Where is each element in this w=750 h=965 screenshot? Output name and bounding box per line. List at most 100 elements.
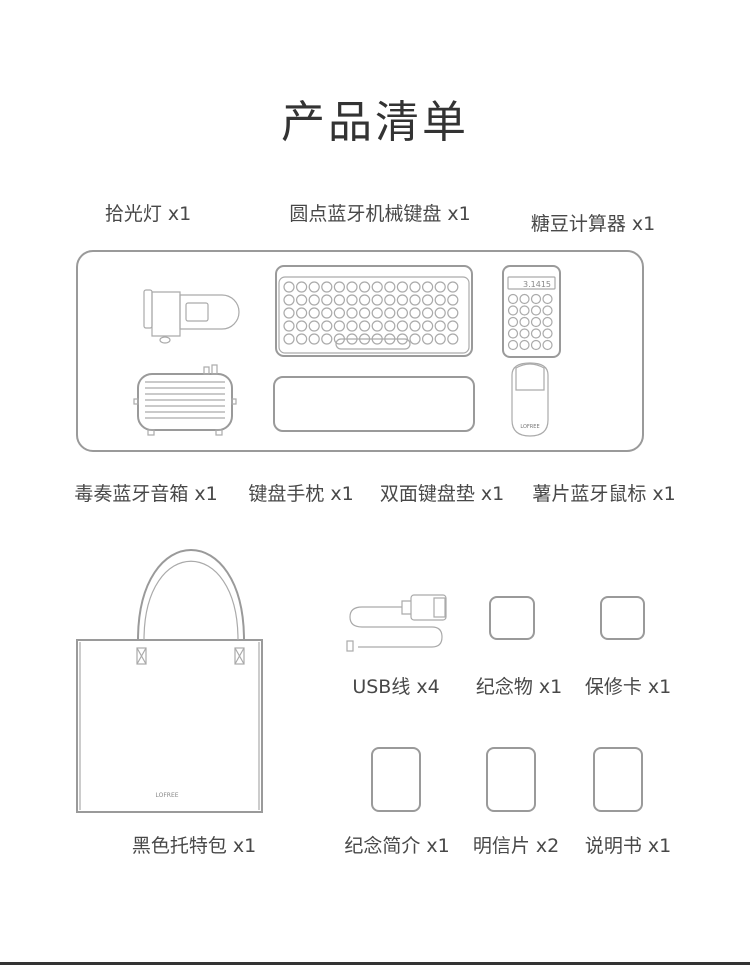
keyboard-key <box>283 281 295 293</box>
calculator-key <box>542 316 553 328</box>
label-keyboard: 圆点蓝牙机械键盘 x1 <box>289 203 471 225</box>
calculator-key <box>530 305 542 316</box>
keyboard-key <box>409 294 421 306</box>
keyboard-key <box>296 294 308 306</box>
calculator-key <box>542 328 553 339</box>
keyboard-key <box>447 281 459 293</box>
calculator-key <box>530 339 542 351</box>
calculator-key <box>542 339 553 351</box>
keyboard-key <box>321 281 333 293</box>
keyboard-key <box>308 307 320 319</box>
mouse-icon: LOFREE <box>511 362 549 437</box>
calculator-key <box>507 305 519 316</box>
keyboard-key <box>333 281 345 293</box>
label-calculator: 糖豆计算器 x1 <box>530 213 656 235</box>
wrist-rest-icon <box>273 376 475 432</box>
keyboard-key <box>371 307 383 319</box>
calculator-key <box>530 316 542 328</box>
calculator-key <box>507 316 519 328</box>
keyboard-key <box>346 320 358 332</box>
usb-cable-icon <box>346 594 447 652</box>
bag-brand: LOFREE <box>155 792 178 799</box>
keyboard-key <box>346 281 358 293</box>
keyboard-key <box>422 281 434 293</box>
keyboard-key <box>321 294 333 306</box>
keyboard-key <box>409 307 421 319</box>
keyboard-key <box>283 307 295 319</box>
keyboard-key <box>296 307 308 319</box>
brochure-icon <box>371 747 421 812</box>
keyboard-key <box>371 281 383 293</box>
keyboard-key <box>308 281 320 293</box>
keyboard-key <box>346 294 358 306</box>
calculator-display: 3.1415 <box>523 280 551 289</box>
keyboard-key <box>422 294 434 306</box>
keyboard-key <box>296 320 308 332</box>
desk-mat-outline <box>76 250 644 452</box>
keyboard-spacebar <box>335 338 411 350</box>
keyboard-key <box>384 307 396 319</box>
label-lamp: 拾光灯 x1 <box>104 203 192 225</box>
keyboard-key <box>321 307 333 319</box>
keyboard-key <box>308 294 320 306</box>
keyboard-key <box>308 333 320 345</box>
keyboard-key <box>321 333 333 345</box>
label-manual: 说明书 x1 <box>584 835 672 857</box>
calculator-key <box>530 328 542 339</box>
keyboard-key <box>396 281 408 293</box>
keyboard-key <box>447 333 459 345</box>
keyboard-key <box>359 307 371 319</box>
label-bag: 黑色托特包 x1 <box>131 835 257 857</box>
lamp-icon <box>143 289 240 344</box>
calculator-key <box>507 328 519 339</box>
keyboard-key <box>384 320 396 332</box>
keyboard-key <box>447 307 459 319</box>
keyboard-key <box>384 281 396 293</box>
keyboard-key <box>283 294 295 306</box>
keyboard-icon <box>275 265 473 357</box>
keyboard-key <box>434 294 446 306</box>
keyboard-key <box>359 281 371 293</box>
calculator-key <box>507 293 519 305</box>
calculator-key <box>530 293 542 305</box>
calculator-key <box>542 305 553 316</box>
label-wrist-rest: 键盘手枕 x1 <box>248 483 354 505</box>
keyboard-key <box>371 320 383 332</box>
keyboard-key <box>296 281 308 293</box>
calculator-key <box>519 328 530 339</box>
keyboard-key <box>434 281 446 293</box>
keyboard-key <box>422 320 434 332</box>
keyboard-key <box>409 281 421 293</box>
label-brochure: 纪念简介 x1 <box>344 835 450 857</box>
calculator-key <box>519 293 530 305</box>
keyboard-key <box>308 320 320 332</box>
keyboard-key <box>447 320 459 332</box>
keyboard-key <box>371 294 383 306</box>
keyboard-key <box>359 294 371 306</box>
keyboard-key <box>283 333 295 345</box>
keyboard-key <box>359 320 371 332</box>
keyboard-key <box>434 333 446 345</box>
page-title: 产品清单 <box>281 97 469 148</box>
label-mouse: 薯片蓝牙鼠标 x1 <box>532 483 676 505</box>
postcard-icon <box>486 747 536 812</box>
keyboard-key <box>422 333 434 345</box>
mouse-brand: LOFREE <box>520 424 539 430</box>
keyboard-key <box>384 294 396 306</box>
keyboard-key <box>434 320 446 332</box>
keyboard-key <box>409 333 421 345</box>
keyboard-key <box>396 294 408 306</box>
speaker-icon <box>133 364 237 436</box>
label-warranty: 保修卡 x1 <box>584 676 672 698</box>
keyboard-key <box>434 307 446 319</box>
keyboard-key <box>296 333 308 345</box>
calculator-key <box>519 339 530 351</box>
label-postcard: 明信片 x2 <box>472 835 560 857</box>
label-usb: USB线 x4 <box>352 676 440 698</box>
manual-icon <box>593 747 643 812</box>
tote-bag-icon: LOFREE <box>76 549 263 813</box>
keyboard-key <box>447 294 459 306</box>
keyboard-key <box>333 307 345 319</box>
keyboard-key <box>396 320 408 332</box>
